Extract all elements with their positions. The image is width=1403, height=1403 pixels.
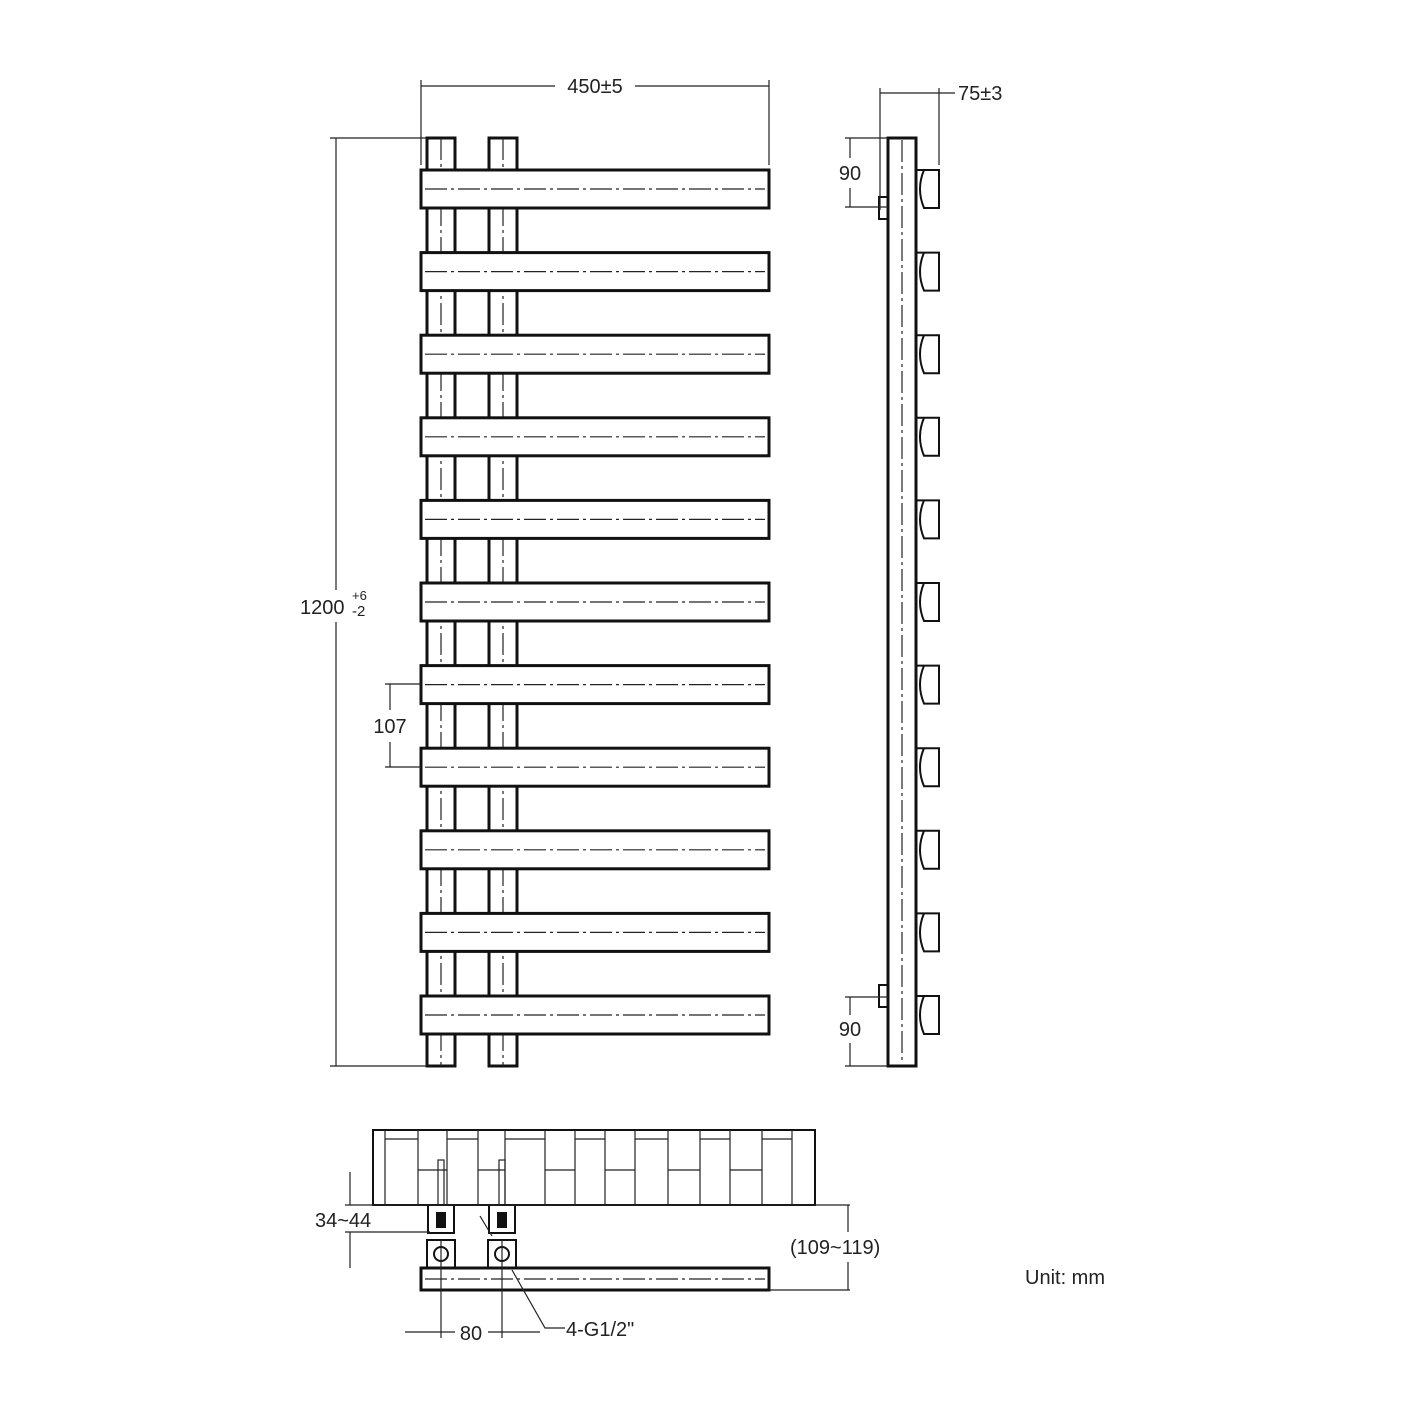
height-label: 1200: [300, 597, 345, 619]
bar-profile: [916, 747, 940, 788]
valve-core: [436, 1212, 446, 1228]
dimension-labels: 450±5 75±3 90 90 1200 +6 -2 107 34~44 (1…: [300, 76, 1105, 1345]
bar-profile: [916, 499, 940, 540]
dimension-lines: [330, 80, 955, 1338]
unit-label: Unit: mm: [1025, 1267, 1105, 1289]
bar-profile: [916, 334, 940, 375]
connections-label: 4-G1/2": [566, 1319, 634, 1341]
width-label: 450±5: [567, 76, 622, 98]
valve-height-label: 34~44: [315, 1210, 371, 1232]
bar-profile: [916, 416, 940, 457]
bar-profile: [916, 912, 940, 953]
side-view: [878, 136, 940, 1068]
bar-profile: [916, 582, 940, 622]
height-tol-minus: -2: [352, 603, 365, 620]
bottom-view: [372, 1129, 816, 1292]
bar-profile: [916, 829, 940, 870]
wall-distance-label: (109~119): [790, 1237, 880, 1259]
valve-core: [497, 1212, 507, 1228]
bottom-offset-label: 90: [839, 1019, 861, 1041]
front-view: [419, 136, 771, 1068]
bracket-top: [878, 196, 889, 220]
valve-stem: [498, 1159, 506, 1206]
height-tol-plus: +6: [352, 588, 367, 603]
valve-stem: [437, 1159, 445, 1206]
bar-profile: [916, 251, 940, 292]
bar-profile: [916, 664, 940, 705]
bracket-bottom: [878, 984, 889, 1008]
bar-profile: [916, 169, 940, 209]
top-offset-label: 90: [839, 163, 861, 185]
bar-stack-top: [372, 1129, 816, 1206]
bar-profile: [916, 995, 940, 1035]
bar-pitch-label: 107: [373, 716, 406, 738]
depth-label: 75±3: [958, 83, 1002, 105]
pipe-centers-label: 80: [460, 1323, 482, 1345]
